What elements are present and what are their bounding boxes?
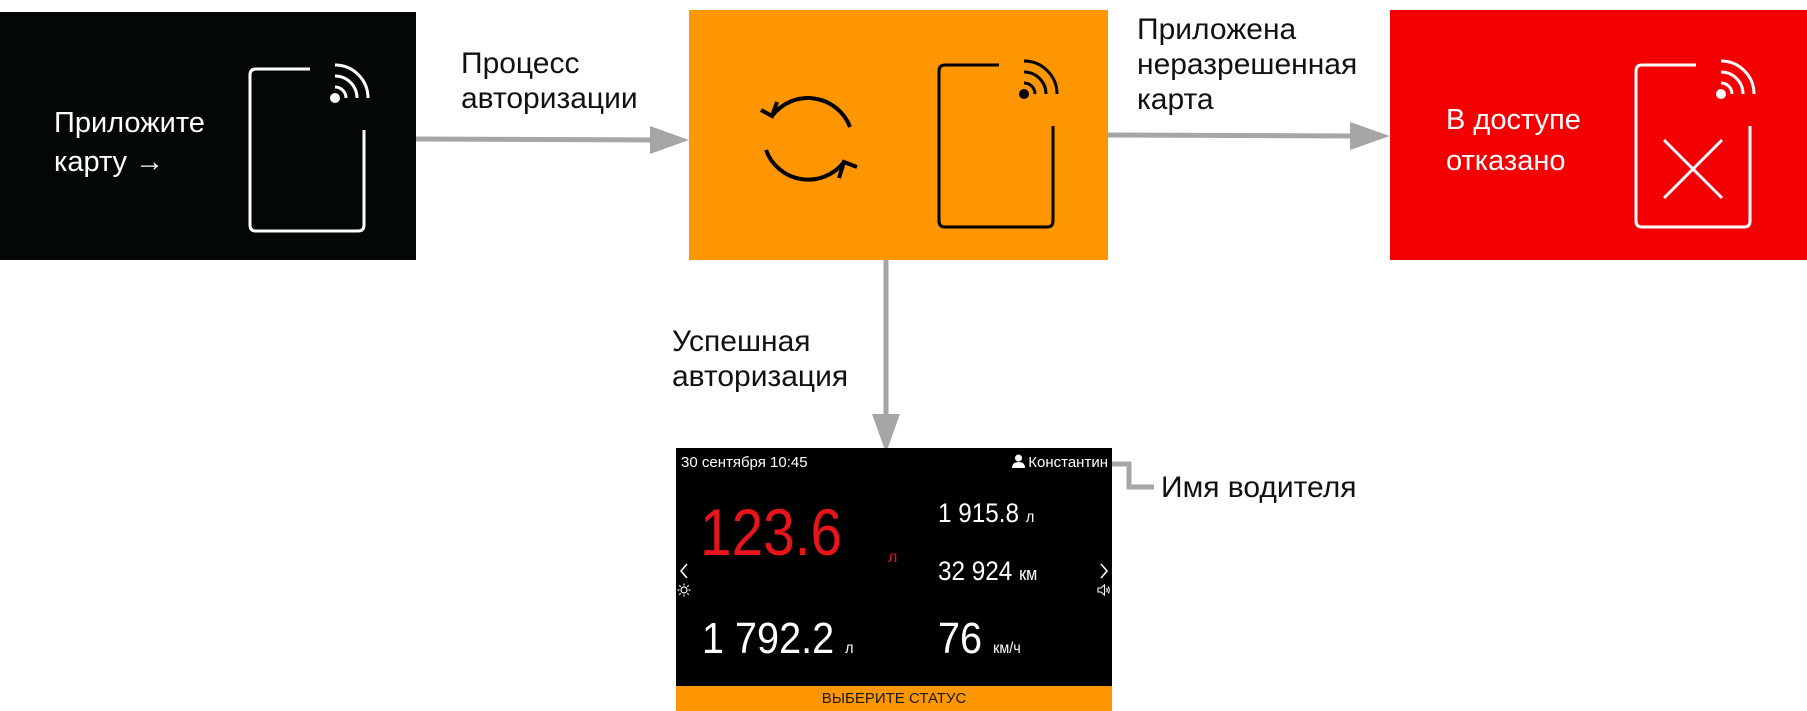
- label-unauthorized-card-line-3: карта: [1137, 83, 1214, 116]
- label-successful-authorization: Успешная авторизация: [672, 324, 848, 394]
- value-2-unit: л: [1025, 509, 1035, 526]
- value-2: 1 915.8 л: [938, 497, 1034, 534]
- chevron-left-icon[interactable]: [678, 562, 690, 580]
- sync-icon: [760, 96, 858, 182]
- idle-line-2: карту →: [54, 146, 165, 178]
- label-authorization-process-line-2: авторизации: [461, 82, 638, 115]
- value-3-unit: км: [1019, 564, 1038, 584]
- select-status-button[interactable]: ВЫБЕРИТЕ СТАТУС: [676, 686, 1112, 711]
- user-icon: [1012, 454, 1026, 468]
- label-unauthorized-card-line-2: неразрешенная: [1137, 48, 1358, 81]
- value-4-number: 1 792.2: [702, 614, 835, 663]
- idle-panel-text: Приложите карту →: [54, 104, 205, 182]
- arrow-authorization-process: [415, 126, 689, 154]
- main-value: 123.6: [700, 497, 842, 567]
- label-unauthorized-card: Приложена неразрешенная карта: [1137, 12, 1357, 117]
- main-value-unit: л: [888, 549, 898, 566]
- idle-panel: Приложите карту →: [0, 12, 416, 260]
- label-unauthorized-card-line-1: Приложена: [1137, 13, 1297, 46]
- chevron-right-icon[interactable]: [1098, 562, 1110, 580]
- idle-line-1: Приложите: [54, 107, 205, 139]
- driver-badge[interactable]: Константин: [1012, 453, 1108, 473]
- datetime-text: 30 сентября 10:45: [681, 454, 808, 471]
- value-5-unit: км/ч: [993, 640, 1021, 657]
- value-4-unit: л: [845, 640, 854, 657]
- arrow-successful-authorization: [872, 260, 900, 453]
- select-status-label: ВЫБЕРИТЕ СТАТУС: [821, 690, 967, 707]
- contactless-card-icon: [248, 63, 370, 233]
- denied-panel: В доступе отказано: [1390, 10, 1807, 260]
- card-denied-icon: [1634, 59, 1756, 229]
- label-authorization-process-line-1: Процесс: [461, 47, 580, 80]
- label-driver-name: Имя водителя: [1161, 471, 1357, 504]
- volume-icon[interactable]: [1097, 583, 1111, 597]
- value-3-number: 32 924: [938, 556, 1013, 586]
- arrow-unauthorized-card: [1106, 122, 1390, 150]
- denied-panel-text: В доступе отказано: [1446, 100, 1581, 182]
- value-5: 76 км/ч: [938, 614, 1021, 674]
- value-5-number: 76: [938, 614, 983, 663]
- value-2-number: 1 915.8: [938, 498, 1020, 528]
- brightness-icon[interactable]: [677, 583, 691, 597]
- denied-line-1: В доступе: [1446, 104, 1581, 136]
- main-value-number: 123.6: [700, 495, 843, 569]
- value-3: 32 924 км: [938, 555, 1037, 590]
- device-screen: 30 сентября 10:45 Константин 123.6 л 1 9…: [676, 448, 1112, 711]
- value-4: 1 792.2 л: [702, 614, 854, 674]
- driver-name: Константин: [1028, 454, 1108, 471]
- label-authorization-process: Процесс авторизации: [461, 46, 638, 116]
- processing-panel: [689, 10, 1108, 260]
- contactless-card-icon: [937, 59, 1059, 229]
- driver-name-callout-line: [1099, 461, 1154, 490]
- denied-line-2: отказано: [1446, 145, 1566, 177]
- label-successful-authorization-line-1: Успешная: [672, 325, 811, 358]
- label-successful-authorization-line-2: авторизация: [672, 360, 849, 393]
